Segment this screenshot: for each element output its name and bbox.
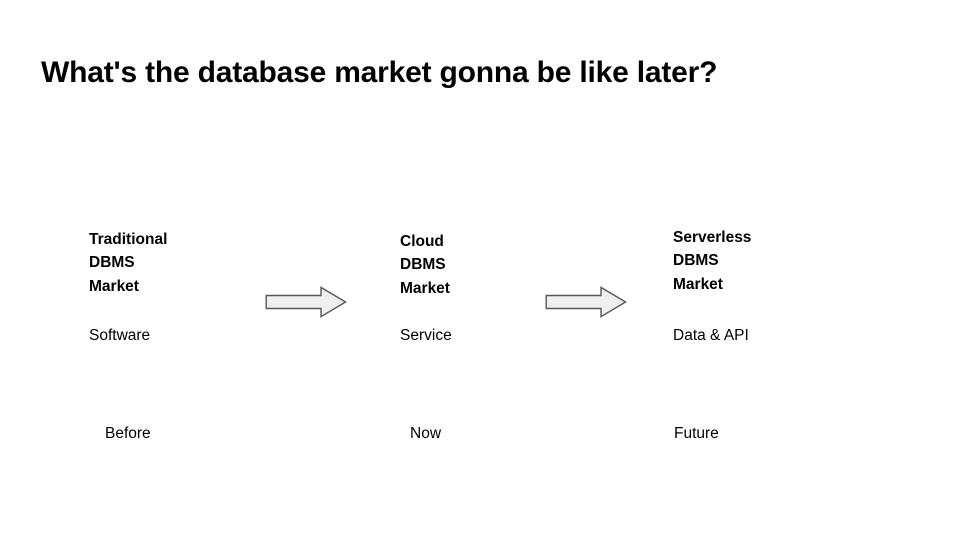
stage-title-serverless: Serverless DBMS Market — [673, 229, 752, 293]
page-title: What's the database market gonna be like… — [41, 56, 718, 89]
arrow-right-icon — [545, 286, 627, 318]
stage-offering-cloud: Service — [400, 327, 452, 344]
stage-timeframe-traditional: Before — [105, 425, 151, 442]
stage-offering-serverless: Data & API — [673, 327, 749, 344]
stage-timeframe-cloud: Now — [410, 425, 442, 442]
arrow-right-icon — [265, 286, 347, 318]
stage-offering-traditional: Software — [89, 327, 151, 344]
stage-title-cloud: Cloud DBMS Market — [400, 233, 450, 297]
stage-timeframe-serverless: Future — [674, 425, 719, 442]
stage-title-traditional: Traditional DBMS Market — [89, 231, 168, 295]
